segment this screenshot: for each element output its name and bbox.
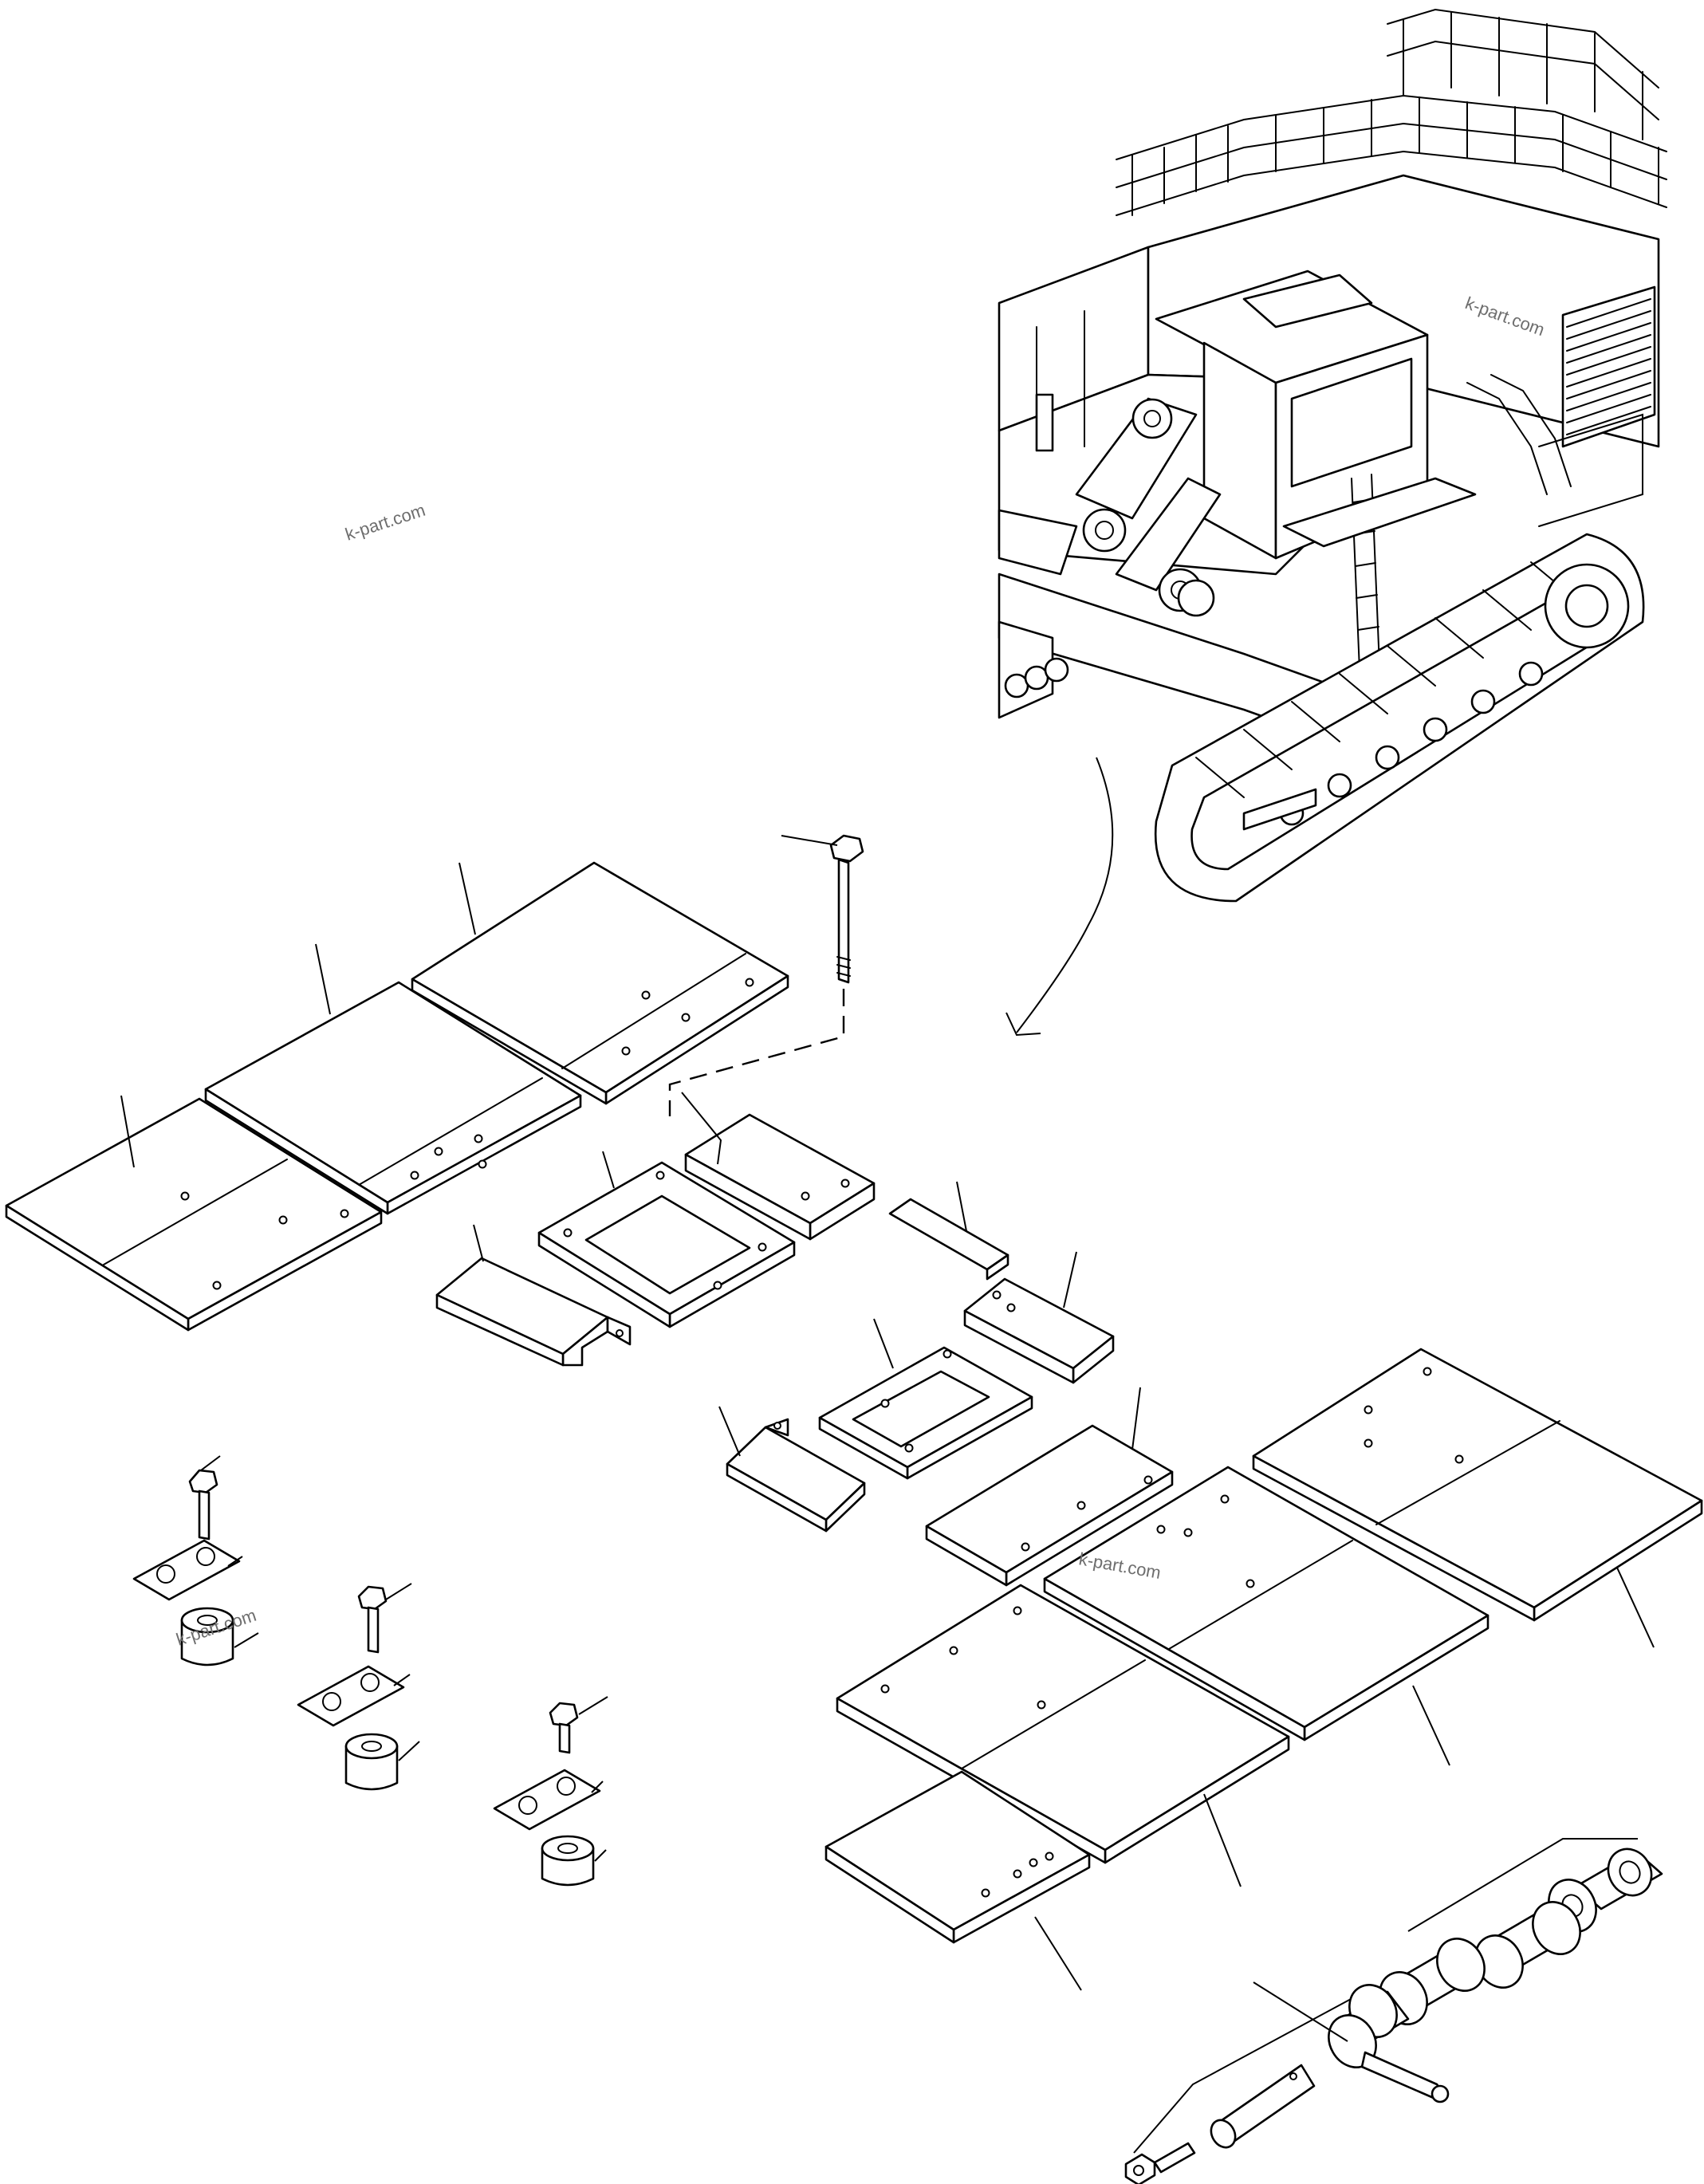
- right-crawler-track: [1154, 533, 1645, 903]
- long-hex-bolt: [668, 834, 864, 1116]
- end-wear-plate: [963, 1277, 1115, 1384]
- large-wear-plate: [1043, 1466, 1490, 1741]
- mounting-bracket: [818, 1346, 1033, 1480]
- radiator-grille: [1561, 285, 1656, 448]
- mounting-bracket: [537, 1161, 796, 1328]
- filler-strip: [888, 1198, 1009, 1281]
- end-wear-plate: [824, 1770, 1091, 1944]
- pin: [1210, 1981, 1348, 2149]
- wedge-plate: [726, 1418, 866, 1533]
- fastener-set: [132, 1469, 241, 1667]
- stair-walkway: [1282, 374, 1643, 548]
- fastener-set: [493, 1702, 601, 1887]
- location-arrow: [1016, 757, 1114, 1033]
- top-handrails: [1116, 8, 1667, 216]
- bushing: [1328, 1938, 1486, 2068]
- pin-bushing-assembly: [1124, 1838, 1663, 2184]
- cotter-pin: [1360, 2051, 1450, 2103]
- wedge-plate: [435, 1257, 632, 1367]
- excavator-illustration: [998, 8, 1667, 1037]
- callout-leaders: [120, 835, 1655, 1991]
- grease-fitting: [1124, 2142, 1196, 2184]
- fastener-set: [297, 1585, 405, 1791]
- large-wear-plate: [1252, 1348, 1703, 1622]
- left-crawler-track: [998, 509, 1078, 719]
- large-wear-plate: [411, 861, 789, 1105]
- end-wear-plate: [684, 1113, 876, 1241]
- bushing: [1474, 1848, 1663, 1989]
- boom-linkage: [1075, 397, 1222, 617]
- large-wear-plate: [5, 1097, 383, 1332]
- end-wear-plate: [925, 1424, 1174, 1587]
- watermark: k-part.com: [343, 500, 428, 545]
- large-wear-plate: [204, 981, 582, 1215]
